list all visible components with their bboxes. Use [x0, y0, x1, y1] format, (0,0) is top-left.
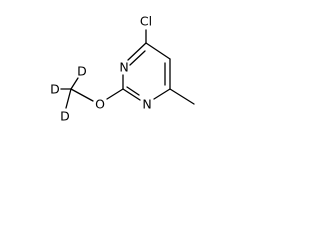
- atom-chlorine: Cl: [140, 14, 152, 29]
- atom-deuterium-bottom: D: [60, 109, 70, 124]
- atom-ether-oxygen: O: [95, 97, 105, 112]
- atom-deuterium-top: D: [77, 64, 87, 79]
- bond-cd3-d-bottom: [65, 88, 72, 109]
- bond-c6-n1: [153, 88, 171, 100]
- molecule-drawing: Cl N N O D D D: [50, 14, 195, 124]
- atom-deuterium-left: D: [50, 82, 60, 97]
- atom-ring-nitrogen-top: N: [119, 60, 128, 75]
- bond-o-cd3: [70, 88, 94, 102]
- structure-canvas: Cl N N O D D D: [0, 0, 218, 150]
- bond-n1-c2-inner: [126, 86, 140, 96]
- bond-c2-o: [106, 88, 124, 100]
- bond-cd3-d-top: [70, 77, 79, 90]
- bond-c4-c5: [145, 42, 171, 60]
- bond-n3-c4-inner: [129, 50, 146, 66]
- bond-c6-methyl: [169, 88, 195, 105]
- bond-n1-c2: [122, 88, 141, 101]
- atom-ring-nitrogen-bottom: N: [142, 97, 151, 112]
- bond-n3-c4: [127, 42, 147, 61]
